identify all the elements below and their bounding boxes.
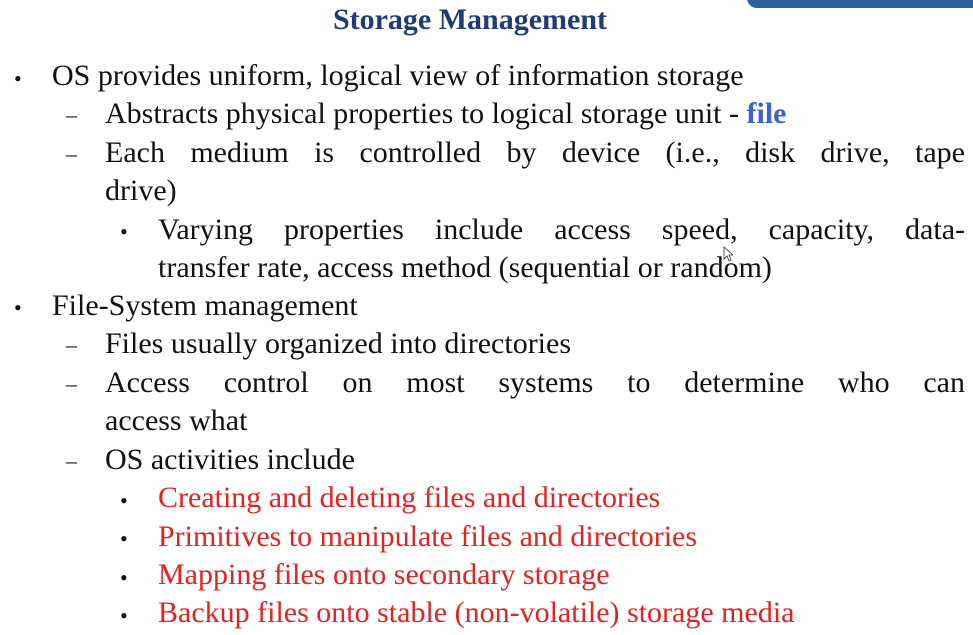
bullet-dash: –: [66, 448, 77, 473]
sub-bullet-access-control-line1: Access control on most systems to determ…: [105, 366, 965, 399]
window-corner-tab: [747, 0, 973, 8]
bullet-file-system-management: File-System management: [52, 289, 358, 322]
sub-bullet-abstracts-text: Abstracts physical properties to logical…: [105, 97, 739, 130]
activity-item: Backup files onto stable (non-volatile) …: [158, 596, 795, 629]
activity-item: Creating and deleting files and director…: [158, 481, 661, 514]
sub-bullet-medium-line1: Each medium is controlled by device (i.e…: [105, 136, 965, 169]
bullet-dot: •: [14, 66, 22, 91]
bullet-dash: –: [66, 102, 77, 127]
bullet-dash: –: [66, 332, 77, 357]
slide-title: Storage Management: [332, 3, 608, 36]
sub-bullet-files-organized: Files usually organized into directories: [105, 327, 572, 360]
sub-bullet-access-control-line2: access what: [105, 404, 248, 437]
bullet-dash: –: [66, 371, 77, 396]
bullet-dot: •: [14, 295, 22, 320]
bullet-os-uniform-view: OS provides uniform, logical view of inf…: [52, 59, 744, 92]
file-highlight: file: [746, 97, 787, 130]
bullet-dot: •: [120, 603, 128, 628]
sub-sub-bullet-varying-line1: Varying properties include access speed,…: [158, 213, 965, 246]
bullet-dot: •: [120, 565, 128, 590]
mouse-pointer-icon: [723, 246, 733, 262]
bullet-dash: –: [66, 141, 77, 166]
sub-bullet-medium-line2: drive): [105, 174, 177, 207]
sub-sub-bullet-varying-line2: transfer rate, access method (sequential…: [158, 251, 772, 284]
bullet-dot: •: [120, 526, 128, 551]
sub-bullet-os-activities: OS activities include: [105, 443, 355, 476]
activity-item: Mapping files onto secondary storage: [158, 558, 610, 591]
bullet-dot: •: [120, 219, 128, 244]
activity-item: Primitives to manipulate files and direc…: [158, 520, 698, 553]
bullet-dot: •: [120, 488, 128, 513]
sub-bullet-abstracts: Abstracts physical properties to logical…: [105, 95, 786, 133]
